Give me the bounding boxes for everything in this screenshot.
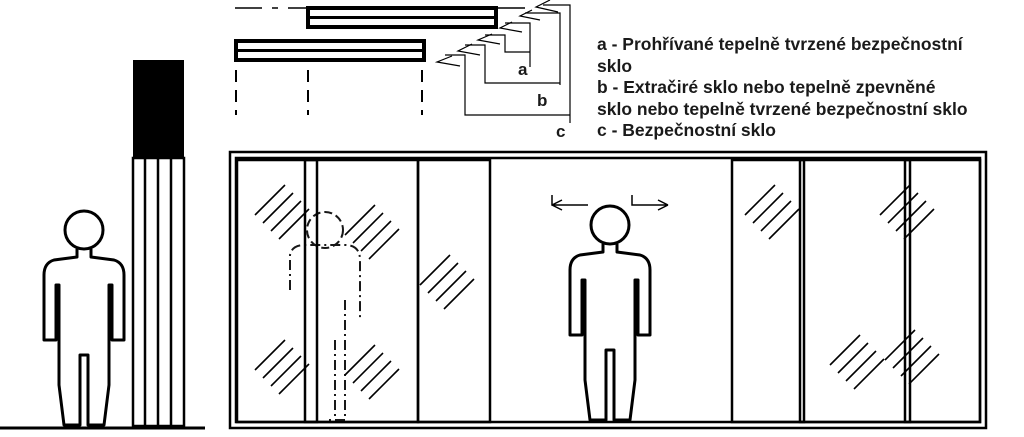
ghost-person-behind-glass [289,211,361,421]
left-person-figure [42,209,126,427]
legend-b-line1: b - Extračiré sklo nebo tepelně zpevněné [597,77,936,97]
opening-direction-arrows [551,195,669,211]
legend-a-line1: a - Prohřívané tepelně tvrzené bezpečnos… [597,34,963,54]
legend-c-line1: c - Bezpečnostní sklo [597,120,776,140]
legend-b-line2: sklo nebo tepelně tvrzené bezpečnostní s… [597,98,968,119]
glass-type-legend: a - Prohřívané tepelně tvrzené bezpečnos… [597,34,968,142]
callout-b: b [537,91,547,110]
callout-a: a [518,60,528,79]
callout-c: c [556,122,565,141]
plan-view: a b c [234,0,571,141]
center-person-figure [568,204,652,422]
sliding-door-elevation [228,150,988,430]
column-element [131,60,186,428]
legend-a-line2: sklo [597,55,633,76]
glass-hatching [254,184,940,400]
